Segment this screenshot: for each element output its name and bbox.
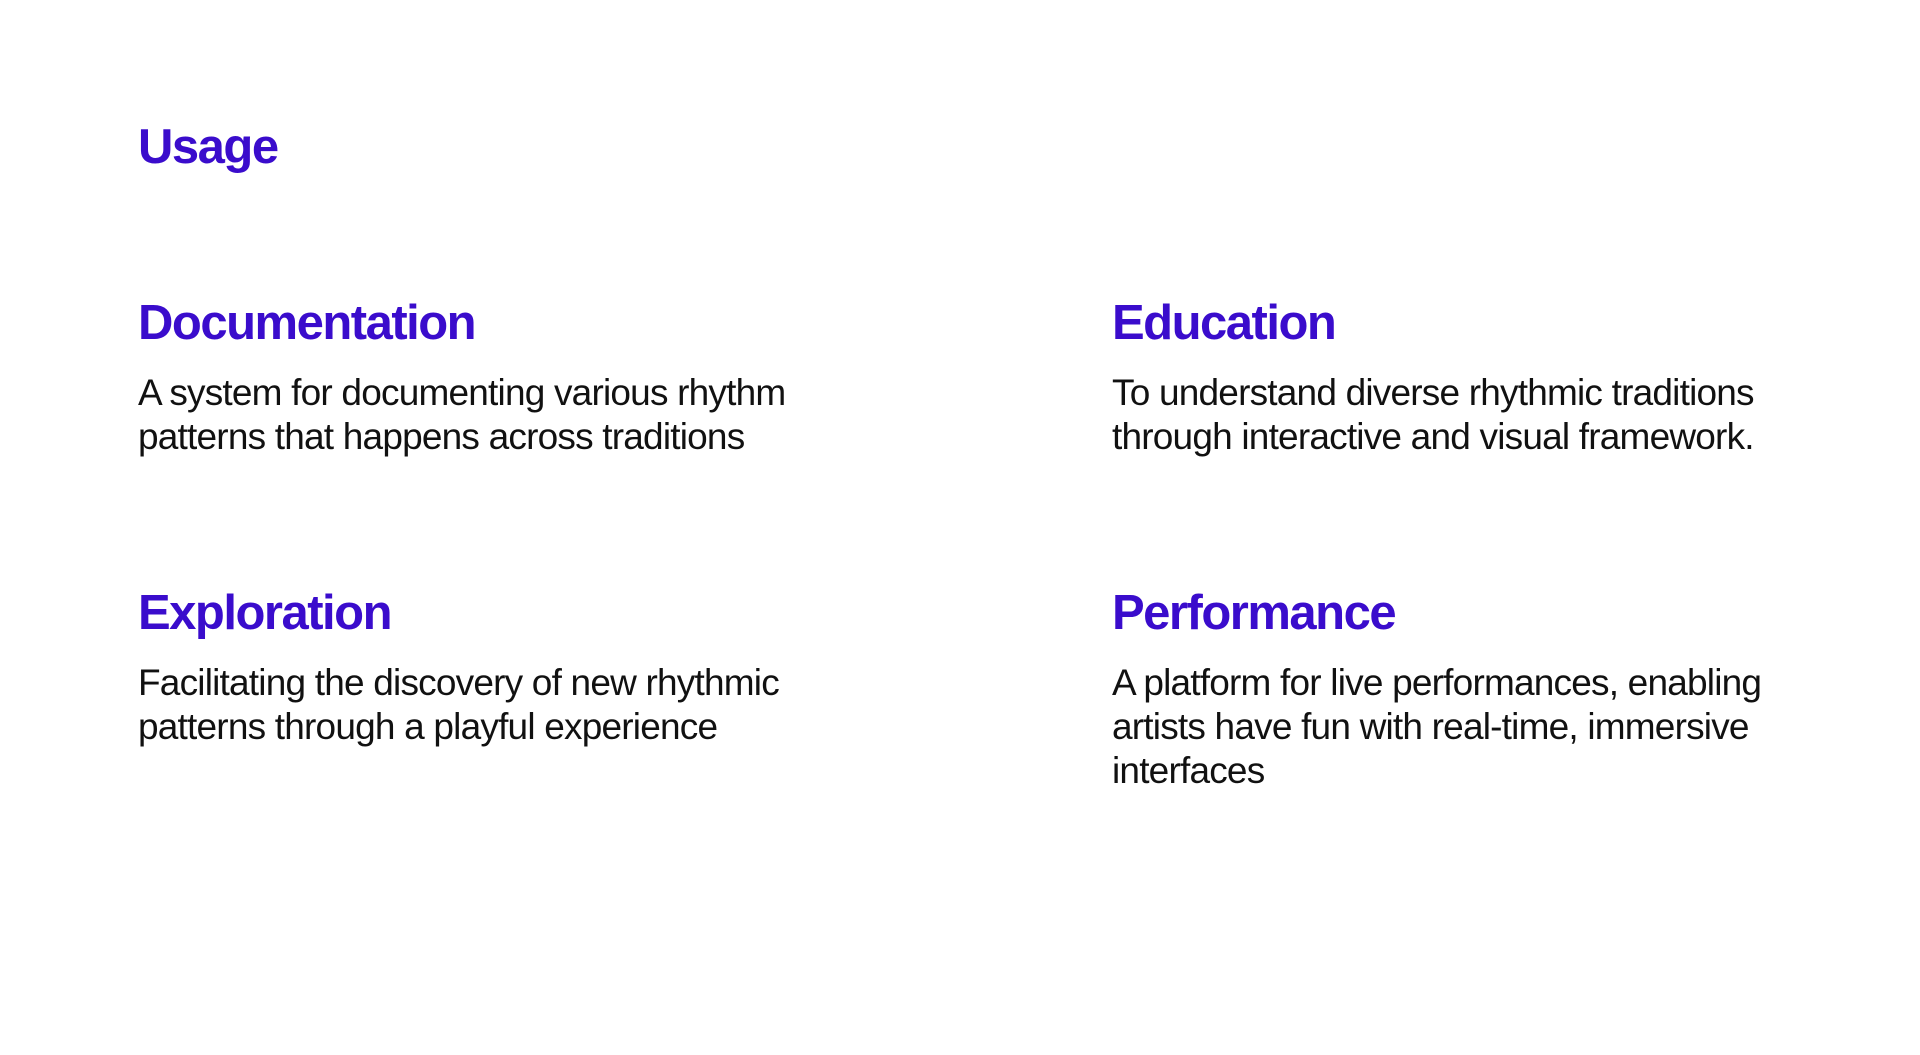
- card-title: Exploration: [138, 586, 393, 640]
- section-title: Usage: [138, 120, 279, 174]
- card-description: A system for documenting various rhythm …: [138, 371, 786, 457]
- usage-card-performance: Performance A platform for live performa…: [1112, 584, 1832, 793]
- card-title: Documentation: [138, 296, 477, 350]
- card-title: Education: [1112, 296, 1337, 350]
- card-description: A platform for live performances, enabli…: [1112, 661, 1762, 791]
- usage-card-education: Education To understand diverse rhythmic…: [1112, 294, 1832, 459]
- usage-card-exploration: Exploration Facilitating the discovery o…: [138, 584, 858, 749]
- usage-card-documentation: Documentation A system for documenting v…: [138, 294, 858, 459]
- card-description: To understand diverse rhythmic tradition…: [1112, 371, 1755, 457]
- card-title: Performance: [1112, 586, 1397, 640]
- card-description: Facilitating the discovery of new rhythm…: [138, 661, 780, 747]
